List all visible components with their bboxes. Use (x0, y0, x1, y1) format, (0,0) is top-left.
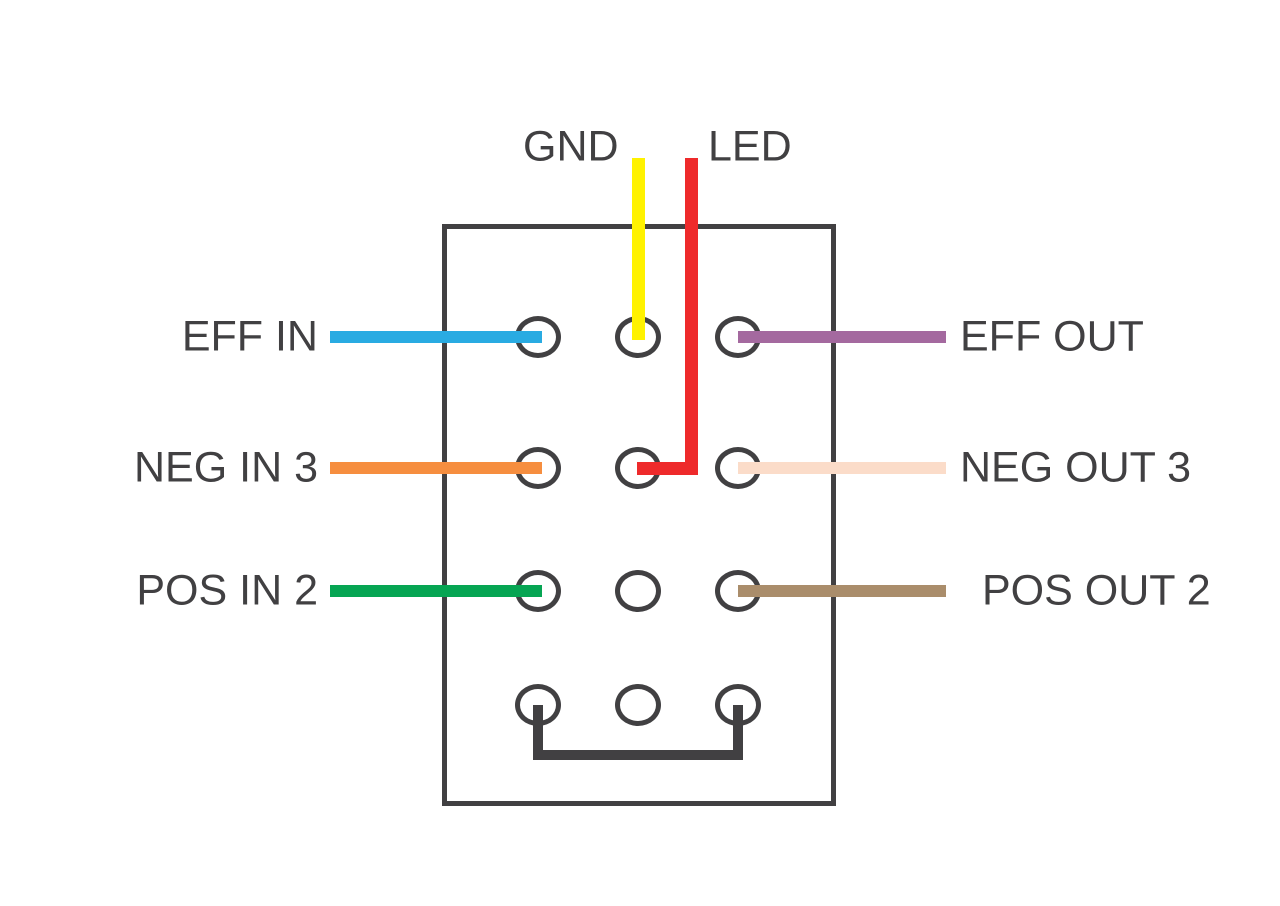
neg-out-3-wire (738, 462, 946, 474)
eff-in-wire (330, 331, 542, 343)
jumper-wire (533, 705, 743, 760)
pos-in-2-label: POS IN 2 (136, 566, 318, 615)
pos-out-2-wire (738, 585, 946, 597)
pos-out-2-label: POS OUT 2 (982, 566, 1211, 615)
neg-in-3-wire (330, 462, 542, 474)
eff-in-label: EFF IN (181, 312, 318, 361)
pin-row3-middle (615, 570, 661, 612)
eff-out-label: EFF OUT (960, 312, 1144, 361)
neg-out-3-label: NEG OUT 3 (960, 443, 1191, 492)
gnd-label: GND (523, 122, 619, 171)
neg-in-3-label: NEG IN 3 (134, 443, 318, 492)
led-wire-horizontal (637, 462, 698, 475)
pos-in-2-wire (330, 585, 542, 597)
led-label: LED (708, 122, 792, 171)
gnd-wire (632, 158, 645, 340)
eff-out-wire (738, 331, 946, 343)
pin-row4-middle (615, 684, 661, 726)
led-wire-vertical (685, 158, 698, 475)
